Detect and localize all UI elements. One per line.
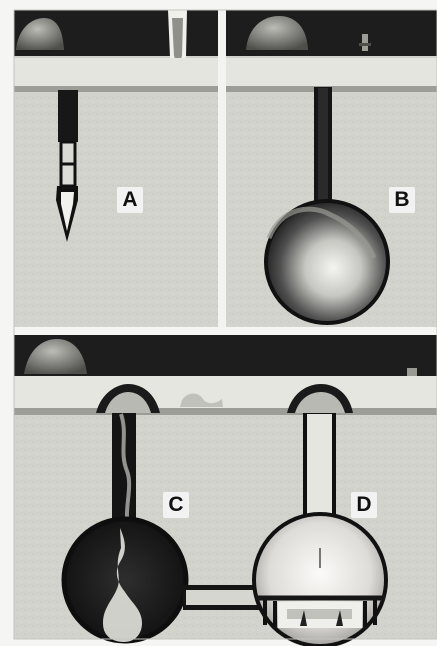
panel-b — [226, 10, 437, 327]
label-c: C — [163, 492, 189, 518]
label-b: B — [389, 187, 415, 213]
panel-c-d — [14, 335, 437, 646]
label-a: A — [117, 187, 143, 213]
panel-a — [14, 10, 226, 327]
label-d: D — [351, 492, 377, 518]
